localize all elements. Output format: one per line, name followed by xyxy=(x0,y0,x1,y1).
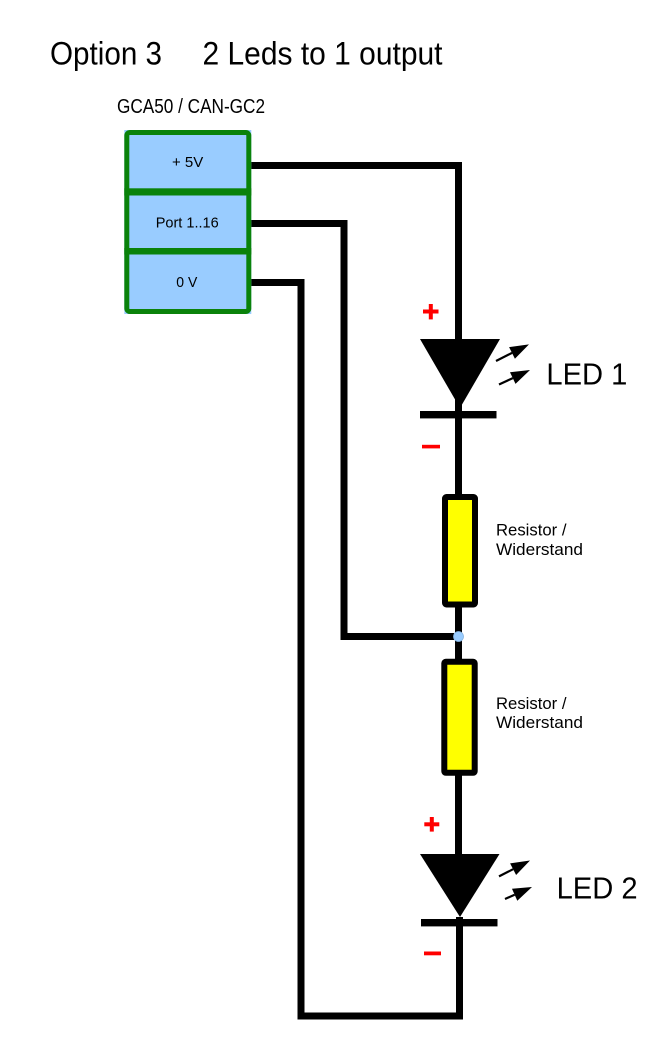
svg-text:LED 2: LED 2 xyxy=(557,870,638,905)
svg-text:Widerstand: Widerstand xyxy=(496,713,583,732)
svg-text:Resistor /: Resistor / xyxy=(496,694,567,713)
svg-text:Port 1..16: Port 1..16 xyxy=(156,215,219,232)
svg-text:2 Leds to 1 output: 2 Leds to 1 output xyxy=(203,36,443,72)
svg-text:+ 5V: + 5V xyxy=(172,154,203,171)
svg-text:Widerstand: Widerstand xyxy=(496,540,583,559)
svg-text:GCA50 / CAN-GC2: GCA50 / CAN-GC2 xyxy=(117,96,265,118)
svg-text:Resistor /: Resistor / xyxy=(496,521,567,540)
svg-text:LED 1: LED 1 xyxy=(546,357,627,392)
svg-text:0 V: 0 V xyxy=(176,274,197,291)
svg-text:Option 3: Option 3 xyxy=(50,36,162,72)
